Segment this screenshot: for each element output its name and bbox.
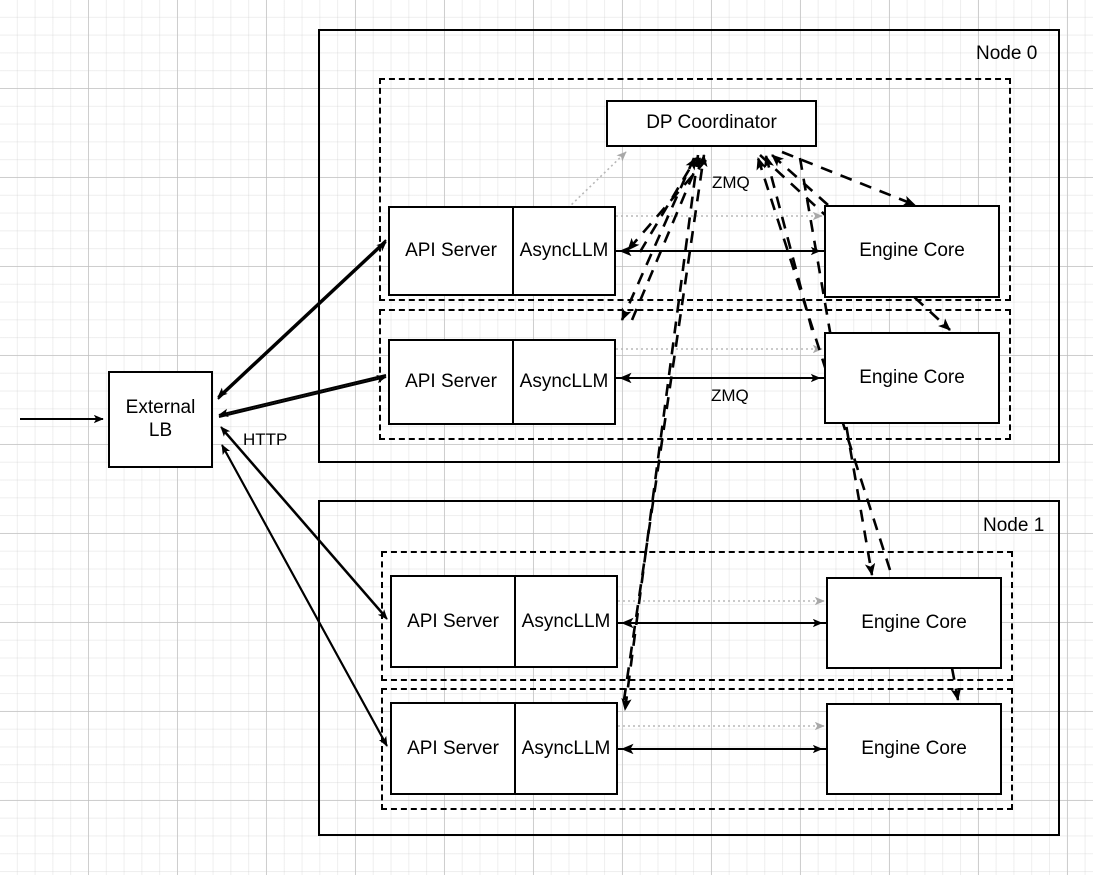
external-lb-label-line1: External: [125, 397, 196, 419]
node-1-rank-0-engine-core-box[interactable]: Engine Core: [826, 577, 1002, 669]
zmq-label-bottom: ZMQ: [711, 386, 749, 405]
node-0-rank-1-engine-core-box[interactable]: Engine Core: [824, 332, 1000, 424]
node-1-title: Node 1: [983, 515, 1045, 536]
node-0-rank-1-group: [379, 309, 1011, 440]
node-0-rank-1-api-server-box[interactable]: API Server AsyncLLM: [388, 339, 616, 425]
external-lb-box[interactable]: External LB: [108, 371, 213, 468]
node-0-container: [318, 29, 1060, 463]
node-0-rank-0-api-server-label: API Server: [405, 240, 497, 261]
node-1-rank-1-engine-core-box[interactable]: Engine Core: [826, 703, 1002, 795]
node-1-rank-1-api-server-box[interactable]: API Server AsyncLLM: [390, 702, 618, 795]
node-1-rank-0-engine-core-label: Engine Core: [861, 611, 967, 633]
node-1-rank-0-api-server-box[interactable]: API Server AsyncLLM: [390, 575, 618, 668]
node-1-rank-0-api-server-label: API Server: [407, 610, 499, 632]
dp-coordinator-box[interactable]: DP Coordinator: [606, 100, 817, 147]
node-1-rank-1-async-llm-label: AsyncLLM: [514, 704, 616, 793]
node-1-container: [318, 500, 1060, 836]
node-0-rank-1-async-llm-label: AsyncLLM: [512, 341, 614, 423]
node-1-rank-0-async-llm-label: AsyncLLM: [514, 577, 616, 666]
node-1-rank-1-engine-core-label: Engine Core: [861, 737, 967, 759]
node-0-rank-1-api-server-label: API Server: [405, 371, 497, 392]
http-label: HTTP: [243, 430, 288, 449]
external-lb-label-line2: LB: [148, 419, 173, 441]
node-1-rank-1-api-server-label: API Server: [407, 737, 499, 759]
node-0-rank-1-engine-core-label: Engine Core: [859, 366, 965, 388]
node-0-rank-0-engine-core-label: Engine Core: [859, 240, 965, 262]
dp-coordinator-label: DP Coordinator: [646, 112, 777, 134]
node-0-rank-0-engine-core-box[interactable]: Engine Core: [824, 205, 1000, 298]
node-0-rank-0-api-server-box[interactable]: API Server AsyncLLM: [388, 206, 616, 296]
node-0-rank-0-async-llm-label: AsyncLLM: [512, 208, 614, 294]
node-0-rank-0-group: [379, 78, 1011, 301]
zmq-label-top: ZMQ: [712, 173, 750, 192]
node-1-rank-1-group: [381, 688, 1013, 810]
node-0-title: Node 0: [976, 43, 1038, 64]
